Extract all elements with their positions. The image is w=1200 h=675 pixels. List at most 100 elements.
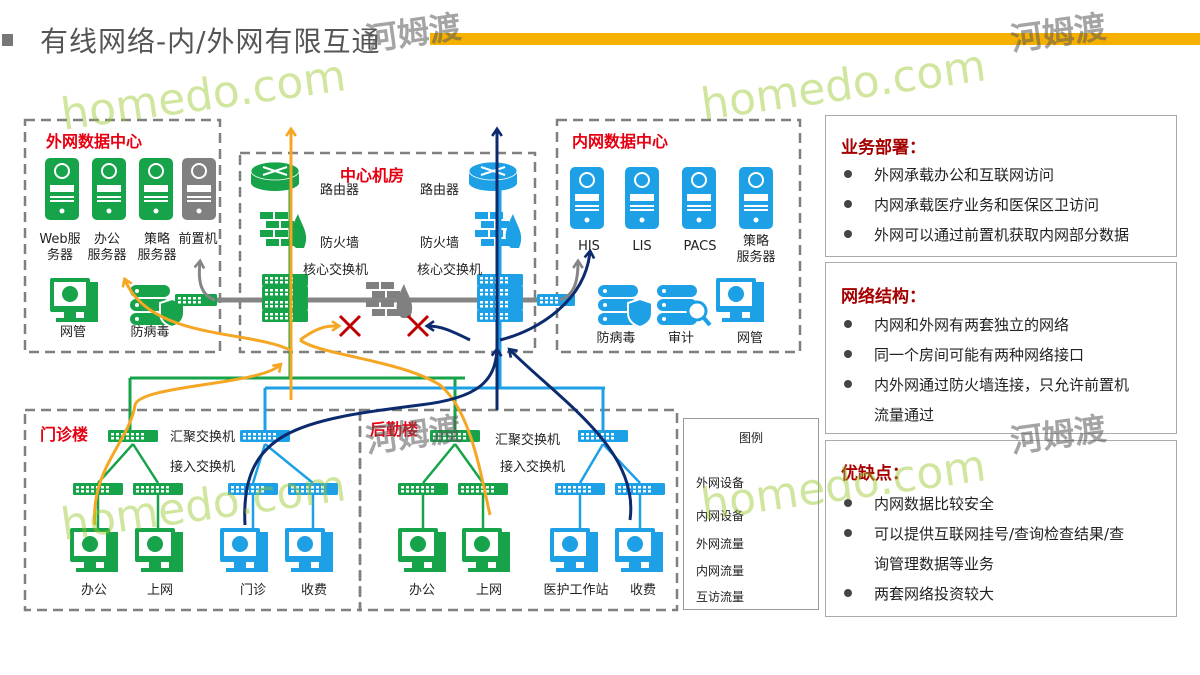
switch-port: [421, 486, 424, 489]
switch-port: [321, 486, 324, 489]
building-pc-6: [550, 528, 598, 572]
pc-screen-icon: [297, 536, 313, 552]
switch-port: [81, 490, 84, 493]
panel-heading: 业务部署：: [841, 138, 926, 158]
label-logistics-pc-billing: 收费: [629, 583, 657, 598]
switch-port: [416, 486, 419, 489]
pc-stand: [234, 562, 246, 568]
panel-item: 外网承载办公和互联网访问: [874, 166, 1055, 184]
switch-port: [111, 433, 114, 436]
building-pc-0: [70, 528, 118, 572]
pacs-server: [682, 167, 716, 229]
switch-port: [421, 490, 424, 493]
storage-led: [603, 289, 607, 293]
magnifier-icon: [686, 300, 708, 322]
switch-port: [500, 301, 503, 304]
panel-item: 外网可以通过前置机获取内网部分数据: [874, 226, 1130, 244]
switch-port: [270, 317, 273, 320]
label-inner-antivirus: 防病毒: [596, 331, 636, 346]
switch-port: [555, 301, 558, 304]
outer-flow-office-server: [121, 276, 291, 352]
switch-port: [443, 433, 446, 436]
switch-port: [270, 313, 273, 316]
server-line: [744, 205, 768, 207]
label-firewall-right: 防火墙: [420, 236, 460, 251]
switch-port: [416, 490, 419, 493]
switch-port: [490, 317, 493, 320]
flame-icon: [505, 214, 522, 248]
logistics-outer-uplink: [422, 443, 456, 484]
switch-port: [306, 490, 309, 493]
switch-port: [151, 486, 154, 489]
switch-port: [275, 317, 278, 320]
switch-port: [86, 490, 89, 493]
switch-port: [156, 490, 159, 493]
switch-port: [275, 293, 278, 296]
switch-port: [126, 433, 129, 436]
firewall-brick: [275, 212, 288, 219]
switch-body: [615, 483, 665, 495]
switch-port: [461, 486, 464, 489]
switch-port: [248, 433, 251, 436]
server-line: [97, 200, 121, 202]
bullet-icon: [844, 589, 852, 597]
inner-core-switch-module: [477, 310, 523, 322]
switch-port: [198, 297, 201, 300]
switch-port: [76, 490, 79, 493]
switch-port: [101, 490, 104, 493]
label-logistics-agg: 汇聚交换机: [495, 433, 561, 448]
server-line: [687, 205, 711, 207]
switch-port: [611, 437, 614, 440]
switch-port: [321, 490, 324, 493]
label-lis: LIS: [632, 239, 652, 254]
switch-port: [563, 486, 566, 489]
switch-port: [500, 317, 503, 320]
firewall-brick: [496, 239, 509, 246]
label-outer-antivirus: 防病毒: [130, 325, 170, 340]
switch-port: [106, 490, 109, 493]
pc-screen-icon: [410, 536, 426, 552]
switch-port: [316, 486, 319, 489]
switch-port: [485, 317, 488, 320]
switch-body: [262, 274, 308, 286]
switch-port: [476, 490, 479, 493]
clinic-inner-uplink: [264, 443, 314, 484]
panel-pros-cons: 优缺点： 内网数据比较安全 可以提供互联网挂号/查询检查结果/查 询管理数据等业…: [825, 440, 1177, 617]
firewall-brick: [381, 282, 394, 289]
pc-base: [722, 318, 750, 322]
panel-heading: 优缺点：: [841, 464, 909, 484]
switch-port: [291, 490, 294, 493]
switch-port: [563, 490, 566, 493]
web-server: [45, 158, 79, 220]
switch-port: [490, 305, 493, 308]
switch-port: [86, 486, 89, 489]
label-clinic-pc-billing: 收费: [300, 583, 328, 598]
switch-port: [545, 297, 548, 300]
switch-port: [261, 486, 264, 489]
switch-body: [108, 430, 158, 442]
pc-base: [556, 568, 584, 572]
label-logistics-access: 接入交换机: [500, 460, 566, 475]
switch-port: [183, 297, 186, 300]
switch-port: [198, 301, 201, 304]
label-inner-nms: 网管: [736, 331, 764, 346]
switch-port: [91, 486, 94, 489]
firewall-brick: [481, 221, 494, 228]
label-office-server: 办公服务器: [87, 232, 127, 263]
switch-port: [136, 437, 139, 440]
server-led: [153, 208, 159, 214]
server-emblem: [579, 172, 595, 188]
audit-server: [657, 285, 712, 327]
logistics-inner-agg: [578, 430, 628, 442]
switch-body: [288, 483, 338, 495]
label-logistics-pc-internet: 上网: [475, 583, 503, 598]
legend-outer-device: 外网设备: [696, 476, 745, 490]
his-server: [570, 167, 604, 229]
switch-port: [431, 490, 434, 493]
switch-port: [91, 490, 94, 493]
switch-port: [596, 437, 599, 440]
switch-port: [275, 289, 278, 292]
firewall-brick: [281, 239, 294, 246]
switch-body: [430, 430, 480, 442]
